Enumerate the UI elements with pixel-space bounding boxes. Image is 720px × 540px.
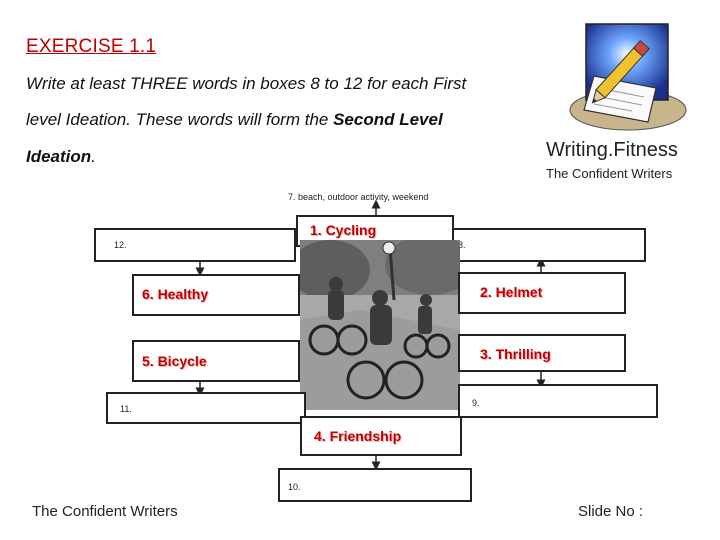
pencil-paper-icon xyxy=(569,23,687,131)
cyclists-photo xyxy=(300,240,460,410)
box-5-bicycle[interactable]: 5. Bicycle xyxy=(132,340,300,382)
instruction-text-1: Write at least THREE words in boxes 8 to… xyxy=(26,74,467,93)
box-10-number: 10. xyxy=(288,482,301,492)
box-9[interactable]: 9. xyxy=(458,384,658,418)
instruction-line-1: Write at least THREE words in boxes 8 to… xyxy=(26,74,466,94)
bicycle-label: 5. Bicycle xyxy=(142,353,207,369)
box-12-number: 12. xyxy=(114,240,127,250)
brand-subtitle: The Confident Writers xyxy=(546,166,673,181)
box-2-helmet[interactable]: 2. Helmet xyxy=(458,272,626,314)
instruction-text-2: level Ideation. These words will form th… xyxy=(26,110,334,129)
instruction-bold-2: Second Level xyxy=(333,110,443,129)
box-12[interactable]: 12. xyxy=(94,228,296,262)
box-8-number: 8. xyxy=(458,240,466,250)
box-10[interactable]: 10. xyxy=(278,468,472,502)
box-11[interactable]: 11. xyxy=(106,392,306,424)
slide-number: Slide No : xyxy=(578,503,644,520)
instruction-line-2: level Ideation. These words will form th… xyxy=(26,110,443,130)
cyclists-photo-image xyxy=(300,240,460,410)
box-4-friendship[interactable]: 4. Friendship xyxy=(300,416,462,456)
box-6-healthy[interactable]: 6. Healthy xyxy=(132,274,300,316)
thrilling-label: 3. Thrilling xyxy=(480,346,551,362)
box-8[interactable]: 8. xyxy=(446,228,646,262)
brand-name: Writing.Fitness xyxy=(546,139,678,161)
friendship-label: 4. Friendship xyxy=(314,428,402,444)
exercise-title: EXERCISE 1.1 xyxy=(26,36,157,57)
instruction-bold-3: Ideation xyxy=(26,147,92,166)
box-7-label: 7. beach, outdoor activity, weekend xyxy=(288,192,429,202)
box-9-number: 9. xyxy=(472,398,480,408)
box-11-number: 11. xyxy=(120,404,132,414)
healthy-label: 6. Healthy xyxy=(142,286,209,302)
box-3-thrilling[interactable]: 3. Thrilling xyxy=(458,334,626,372)
helmet-label: 2. Helmet xyxy=(480,284,543,300)
instruction-text-3: . xyxy=(91,147,96,166)
footer-left: The Confident Writers xyxy=(32,503,178,520)
cycling-label: 1. Cycling xyxy=(310,222,377,238)
instruction-line-3: Ideation. xyxy=(26,147,96,167)
